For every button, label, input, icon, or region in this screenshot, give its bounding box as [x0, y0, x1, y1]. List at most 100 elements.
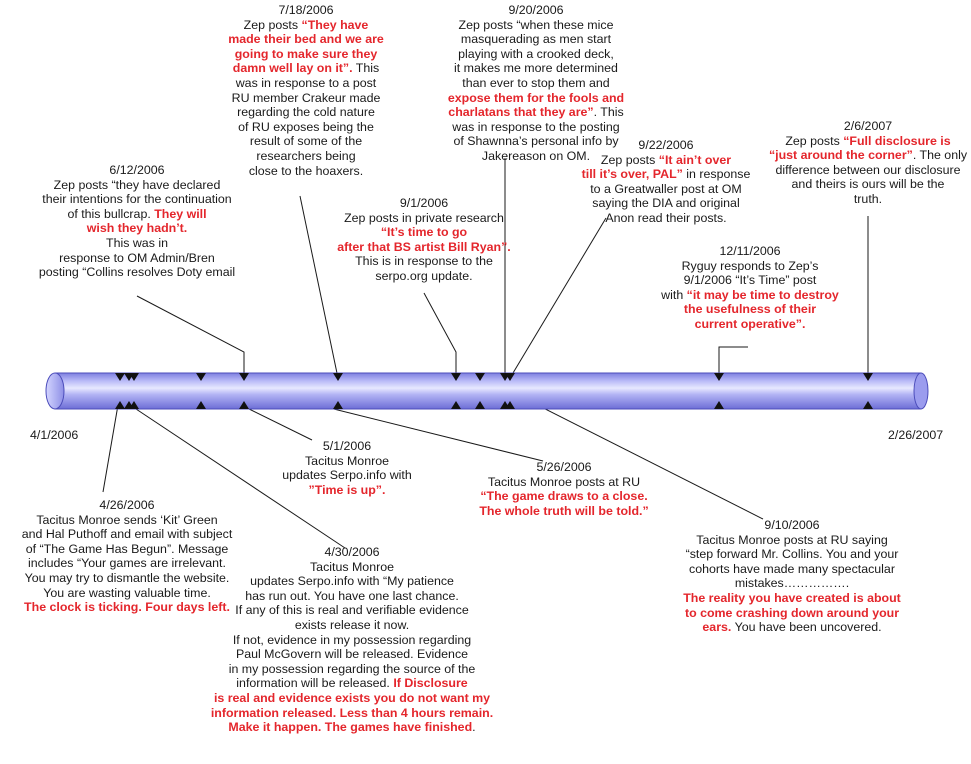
event-text: of this bullcrap.	[67, 206, 155, 221]
event-text-line: was in response to a post	[228, 76, 384, 91]
event-text-line: posting “Collins resolves Doty email	[39, 265, 235, 280]
event-text-line: playing with a crooked deck,	[448, 47, 624, 62]
event-text-line: information released. Less than 4 hours …	[211, 706, 493, 721]
event-text-line: “The game draws to a close.	[479, 489, 648, 504]
event-text-line: ears. You have been uncovered.	[683, 620, 901, 635]
event-text-line: regarding the cold nature	[228, 105, 384, 120]
connector-0901	[423, 292, 457, 378]
event-text-line: “just around the corner”. The only	[769, 148, 967, 163]
event-text: to a Greatwaller post at OM	[590, 181, 742, 196]
event-date: 6/12/2006	[109, 163, 165, 177]
event-date: 5/1/2006	[322, 439, 372, 453]
event-text: exists release it now.	[294, 617, 410, 632]
event-text-line: current operative”.	[661, 317, 839, 332]
event-date: 4/26/2006	[99, 498, 155, 512]
event-text: playing with a crooked deck,	[458, 46, 614, 61]
event-date: 7/18/2006	[278, 3, 334, 17]
event-text-line: expose them for the fools and	[448, 91, 624, 106]
event-text: result of some of the	[249, 134, 363, 149]
event-text: has run out. You have one last chance.	[245, 588, 459, 603]
event-text-line: You may try to dismantle the website.	[22, 571, 233, 586]
event-text-line: Tacitus Monroe	[211, 560, 493, 575]
event-text: in my possession regarding the source of…	[228, 661, 476, 676]
event-text: This was in	[106, 235, 168, 250]
event-text: Zep posts in private research	[344, 210, 504, 225]
marker-0910	[475, 373, 485, 409]
event-text-line: truth.	[769, 192, 967, 207]
connector-0501	[240, 404, 313, 441]
event-text: updates Serpo.info with “My patience	[250, 574, 454, 589]
connector-1211	[718, 346, 748, 378]
event-text: You may try to dismantle the website.	[24, 570, 230, 585]
event-text: in response	[682, 167, 751, 182]
highlighted-quote: The reality you have created is about	[683, 590, 901, 605]
event-text: Anon read their posts.	[605, 210, 727, 225]
event-text: of Shawnna’s personal info by	[453, 134, 619, 149]
marker-0206	[863, 373, 873, 409]
marker-1211	[714, 373, 724, 409]
marker-0718	[333, 373, 343, 409]
marker-0612	[239, 373, 249, 409]
event-text: Zep posts “when these mice	[458, 17, 614, 32]
event-text-line: to come crashing down around your	[683, 606, 901, 621]
event-text-line: close to the hoaxers.	[228, 164, 384, 179]
event-text: Paul McGovern will be released. Evidence	[235, 647, 469, 662]
event-text-line: and Hal Puthoff and email with subject	[22, 527, 233, 542]
event-date: 9/10/2006	[764, 518, 820, 532]
event-text: posting “Collins resolves Doty email	[38, 265, 236, 280]
highlighted-quote: information released. Less than 4 hours …	[210, 705, 494, 720]
event-text: This	[352, 61, 380, 76]
highlighted-quote: The whole truth will be told.”	[479, 503, 649, 518]
event-text: RU member Crakeur made	[231, 90, 381, 105]
event-text-line: response to OM Admin/Bren	[39, 251, 235, 266]
event-text: You are wasting valuable time.	[43, 585, 211, 600]
event-text: than ever to stop them and	[462, 75, 610, 90]
event-text-line: You are wasting valuable time.	[22, 586, 233, 601]
event-text-line: their intentions for the continuation	[39, 192, 235, 207]
event-text-line: Paul McGovern will be released. Evidence	[211, 647, 493, 662]
event-text-line: difference between our disclosure	[769, 163, 967, 178]
event-text-line: updates Serpo.info with “My patience	[211, 574, 493, 589]
event-text: saying the DIA and original	[592, 196, 740, 211]
event-text: their intentions for the continuation	[42, 192, 232, 207]
event-text-line: is real and evidence exists you do not w…	[211, 691, 493, 706]
highlighted-quote: damn well lay on it”.	[232, 61, 353, 76]
event-text-line: “step forward Mr. Collins. You and your	[683, 547, 901, 562]
highlighted-quote: Make it happen. The games have finished	[228, 720, 473, 735]
highlighted-quote: ears.	[702, 620, 732, 635]
highlighted-quote: “it may be time to destroy	[686, 287, 839, 302]
event-text: Tacitus Monroe sends ‘Kit’ Green	[36, 512, 218, 527]
highlighted-quote: current operative”.	[694, 316, 806, 331]
event-text: . This	[593, 105, 624, 120]
event-text-line: “It’s time to go	[337, 225, 511, 240]
event-text: cohorts have made many spectacular	[689, 561, 895, 576]
event-text-line: the usefulness of their	[661, 302, 839, 317]
event-text-line: of this bullcrap. They will	[39, 207, 235, 222]
event-text: mistakes…………….	[734, 576, 850, 591]
event-text-line: Tacitus Monroe	[282, 454, 412, 469]
event-text: Jakereason on OM.	[481, 148, 591, 163]
event-text-line: in my possession regarding the source of…	[211, 662, 493, 677]
event-text-line: Tacitus Monroe posts at RU saying	[683, 533, 901, 548]
timeline-tube	[45, 372, 929, 410]
event-text-line: serpo.org update.	[337, 269, 511, 284]
event-text-line: Zep posts “They have	[228, 18, 384, 33]
event-date: 4/30/2006	[324, 545, 380, 559]
event-text-line: Zep posts “It ain’t over	[582, 153, 751, 168]
highlighted-quote: made their bed and we are	[228, 32, 384, 47]
event-text: Ryguy responds to Zep’s	[681, 258, 819, 273]
event-text-line: was in response to the posting	[448, 120, 624, 135]
event-text: Tacitus Monroe	[304, 453, 390, 468]
highlighted-quote: till it’s over, PAL”	[581, 167, 683, 182]
event-text: was in response to a post	[235, 75, 377, 90]
start-date-label: 4/1/2006	[30, 428, 79, 442]
event-text-line: it makes me more determined	[448, 61, 624, 76]
event-text-line: The reality you have created is about	[683, 591, 901, 606]
event-text-line: has run out. You have one last chance.	[211, 589, 493, 604]
event-text: information will be released.	[236, 676, 394, 691]
